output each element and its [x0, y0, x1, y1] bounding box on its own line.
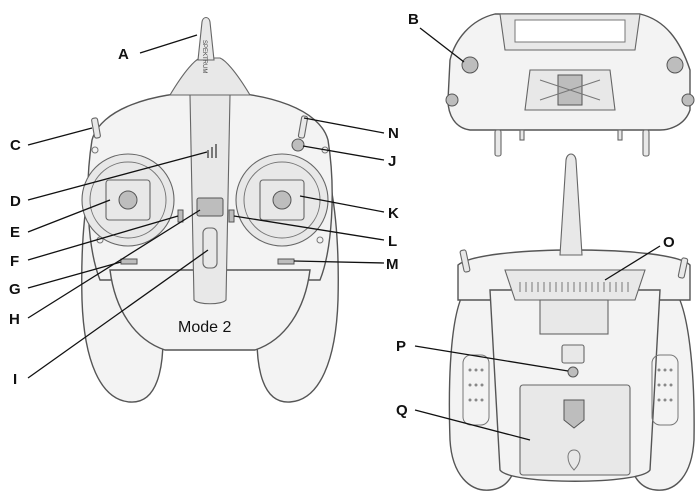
label-n: N	[388, 125, 399, 142]
label-e: E	[10, 224, 20, 241]
signal-bars	[207, 144, 217, 158]
label-g: G	[9, 281, 21, 298]
trim-m	[277, 258, 295, 265]
battery-door-q	[519, 384, 631, 476]
callout-labels: A B C D E F G H I J K L M N O P Q	[9, 11, 675, 419]
back-view-transmitter	[448, 153, 695, 491]
label-m: M	[386, 256, 399, 273]
lcd-screen	[196, 197, 224, 217]
knob-b	[461, 56, 479, 74]
brand-text: SPEKTRUM	[201, 40, 207, 73]
label-d: D	[10, 193, 21, 210]
front-view-transmitter: SPEKTRUM	[81, 16, 339, 403]
switch-c	[91, 117, 101, 139]
label-a: A	[118, 46, 129, 63]
label-i: I	[13, 371, 17, 388]
right-stick-gimbal	[235, 153, 329, 247]
label-q: Q	[396, 402, 408, 419]
label-h: H	[9, 311, 20, 328]
label-p: P	[396, 338, 406, 355]
trim-l	[228, 209, 235, 223]
port-p	[567, 366, 579, 378]
label-f: F	[10, 253, 19, 270]
label-o: O	[663, 234, 675, 251]
leader-lines	[27, 27, 661, 441]
antenna	[197, 16, 215, 61]
trim-f	[177, 209, 184, 223]
label-j: J	[388, 153, 396, 170]
left-stick-gimbal	[81, 153, 175, 247]
label-c: C	[10, 137, 21, 154]
trim-g	[120, 258, 138, 265]
label-k: K	[388, 205, 399, 222]
label-l: L	[388, 233, 397, 250]
mode-caption: Mode 2	[178, 319, 231, 336]
knob-j	[291, 138, 305, 152]
switch-n	[297, 115, 309, 139]
roller	[202, 227, 218, 269]
label-b: B	[408, 11, 419, 28]
top-view-transmitter	[445, 13, 695, 157]
